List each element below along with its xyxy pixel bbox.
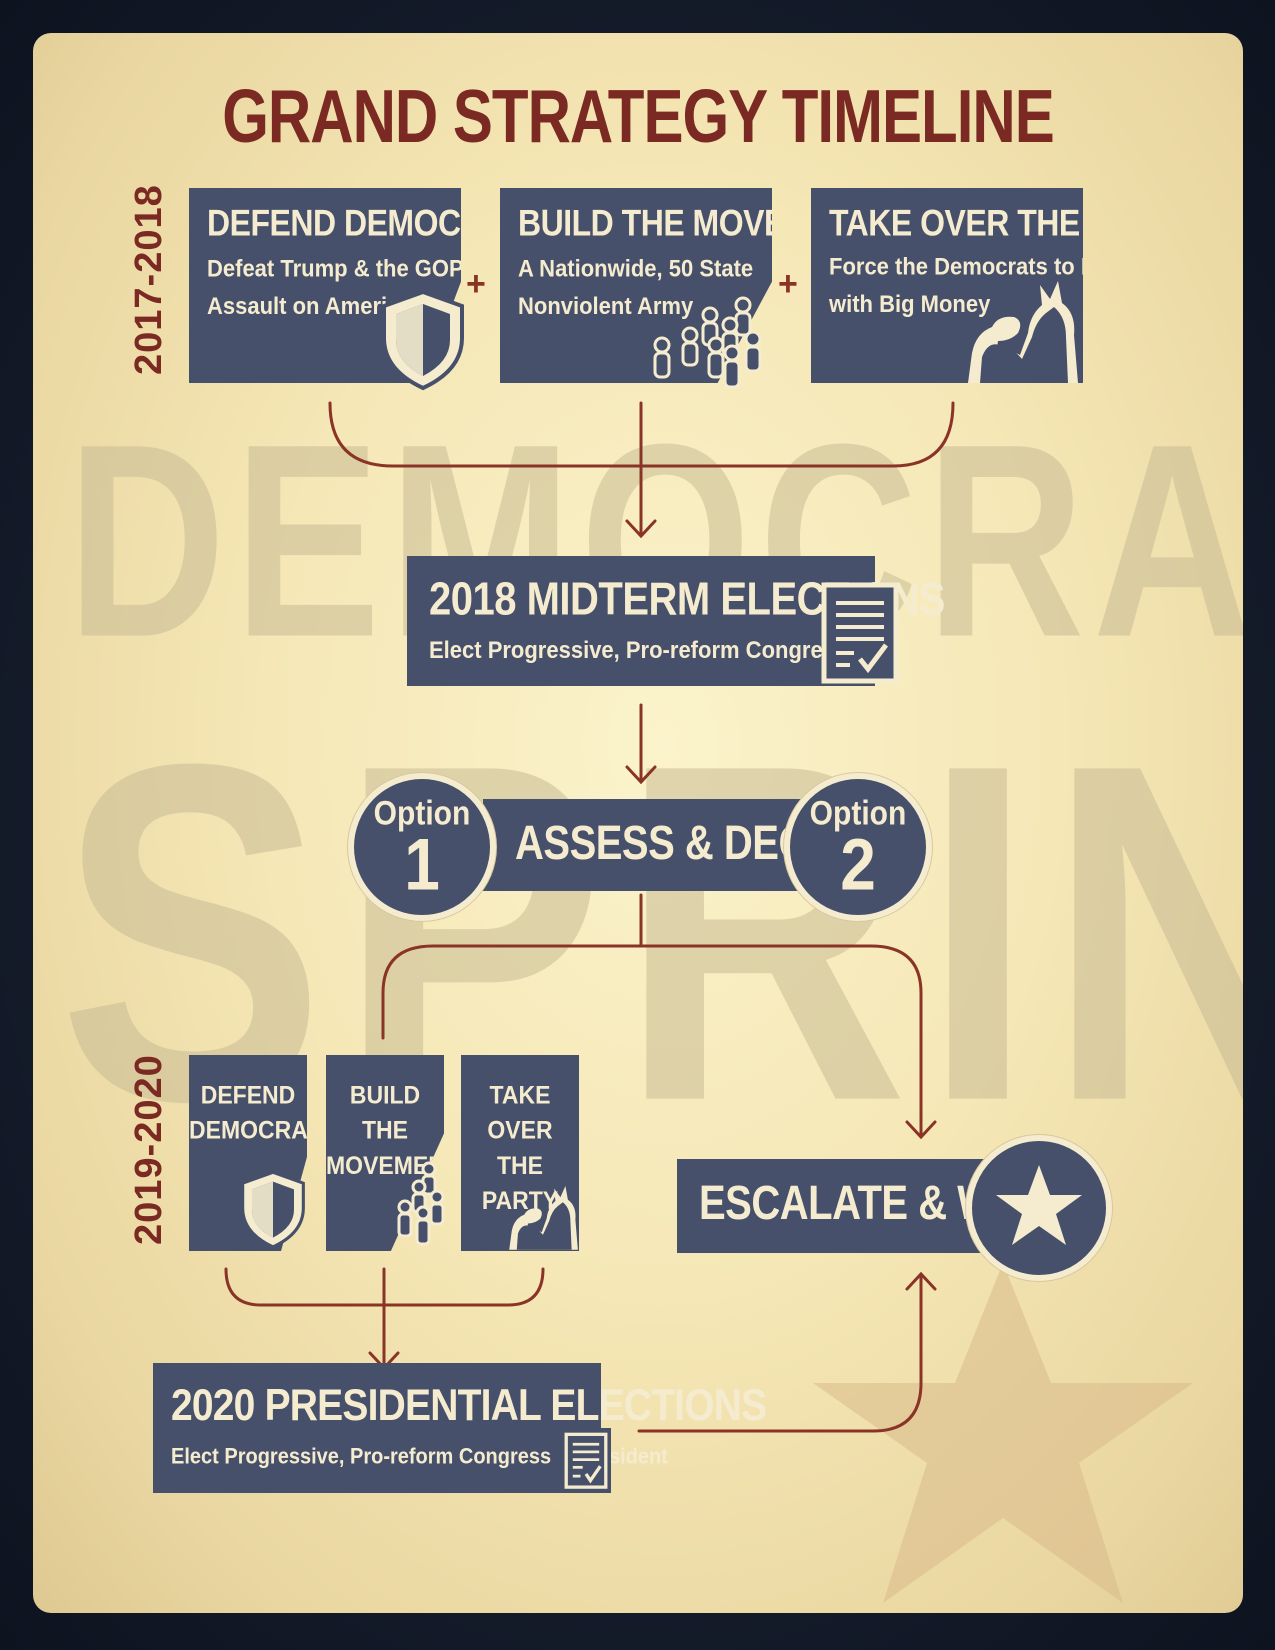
small-panel-takeover-line2: THE PARTY (481, 1150, 559, 1215)
flexing-donkey-icon-small (509, 1186, 578, 1250)
plus-sign-2: + (778, 265, 798, 303)
people-crowd-icon-small (397, 1161, 445, 1246)
watermark-star-icon (813, 1263, 1193, 1603)
shield-icon (382, 289, 464, 391)
star-icon (996, 1165, 1082, 1245)
shield-icon-small (241, 1170, 305, 1249)
small-panel-build-line1: BUILD THE (349, 1080, 421, 1145)
panel-take-over-party-title: TAKE OVER THE PARTY (829, 202, 1192, 244)
panel-build-movement-line1: A Nationwide, 50 State (518, 254, 754, 282)
flexing-donkey-icon (968, 281, 1078, 383)
ballot-checklist-icon (821, 582, 899, 684)
arrow-to-midterm-head (625, 519, 657, 539)
banner-midterm-elections: 2018 MIDTERM ELECTIONS Elect Progressive… (407, 556, 945, 686)
panel-build-movement-title: BUILD THE MOVEMENT (518, 202, 874, 244)
banner-presidential-title: 2020 PRESIDENTIAL ELECTIONS (171, 1381, 767, 1431)
option-2-number: 2 (840, 822, 876, 906)
flow-connectors (224, 401, 955, 1433)
banner-presidential-elections: 2020 PRESIDENTIAL ELECTIONS Elect Progre… (153, 1363, 767, 1493)
banner-escalate-win: ESCALATE & WIN (677, 1159, 1034, 1253)
panel-defend-democracy: DEFEND DEMOCRACY Defeat Trump & the GOP’… (189, 188, 461, 383)
small-panel-defend-label: DEFEND DEMOCRACY (189, 1077, 307, 1147)
small-panel-defend-line1: DEFEND (200, 1080, 296, 1109)
poster: DEMOCRACY SPRING GRAND STRATEGY TIMELINE… (33, 33, 1243, 1613)
arrow-to-escalate-final-head (905, 1271, 937, 1291)
panel-take-over-party-line2: with Big Money (829, 289, 991, 318)
banner-assess-decide: ASSESS & DECIDE (483, 799, 873, 891)
panel-build-movement-line2: Nonviolent Army (518, 291, 694, 320)
arrow-to-escalate-final (637, 1273, 923, 1433)
banner-midterm-subtitle: Elect Progressive, Pro-reform Congress (429, 636, 848, 664)
small-panel-defend-line2: DEMOCRACY (189, 1115, 340, 1145)
panel-defend-democracy-desc: Defeat Trump & the GOP’s Assault on Amer… (207, 250, 482, 325)
ballot-checklist-icon-small (564, 1432, 608, 1489)
panel-build-movement-desc: A Nationwide, 50 State Nonviolent Army (518, 250, 753, 325)
small-panel-takeover-label: TAKE OVER THE PARTY (461, 1077, 579, 1218)
panel-take-over-party-line1: Force the Democrats to Break (829, 252, 1142, 280)
option-1-circle: Option 1 (348, 773, 496, 921)
option-2-circle: Option 2 (784, 773, 932, 921)
arrow-to-escalate-head (905, 1120, 937, 1140)
option-1-number: 1 (404, 822, 440, 906)
panel-defend-democracy-line1: Defeat Trump & the GOP’s (207, 254, 482, 282)
panel-take-over-party-desc: Force the Democrats to Break with Big Mo… (829, 248, 1142, 323)
people-crowd-icon (653, 296, 762, 389)
panel-defend-democracy-title: DEFEND DEMOCRACY (207, 202, 550, 244)
plus-sign-1: + (466, 265, 486, 303)
star-badge (966, 1135, 1112, 1281)
small-panel-takeover-line1: TAKE OVER (487, 1080, 553, 1145)
panel-defend-democracy-line2: Assault on America (207, 291, 412, 320)
option-1-label: Option (373, 794, 471, 833)
assess-split (381, 944, 923, 1138)
phase1-bracket (328, 401, 955, 468)
option-2-label: Option (809, 794, 907, 833)
arrow-to-assess-head (625, 765, 657, 785)
small-panel-build-movement: BUILD THE MOVEMENT (326, 1055, 444, 1251)
page-title: GRAND STRATEGY TIMELINE (222, 74, 1054, 158)
